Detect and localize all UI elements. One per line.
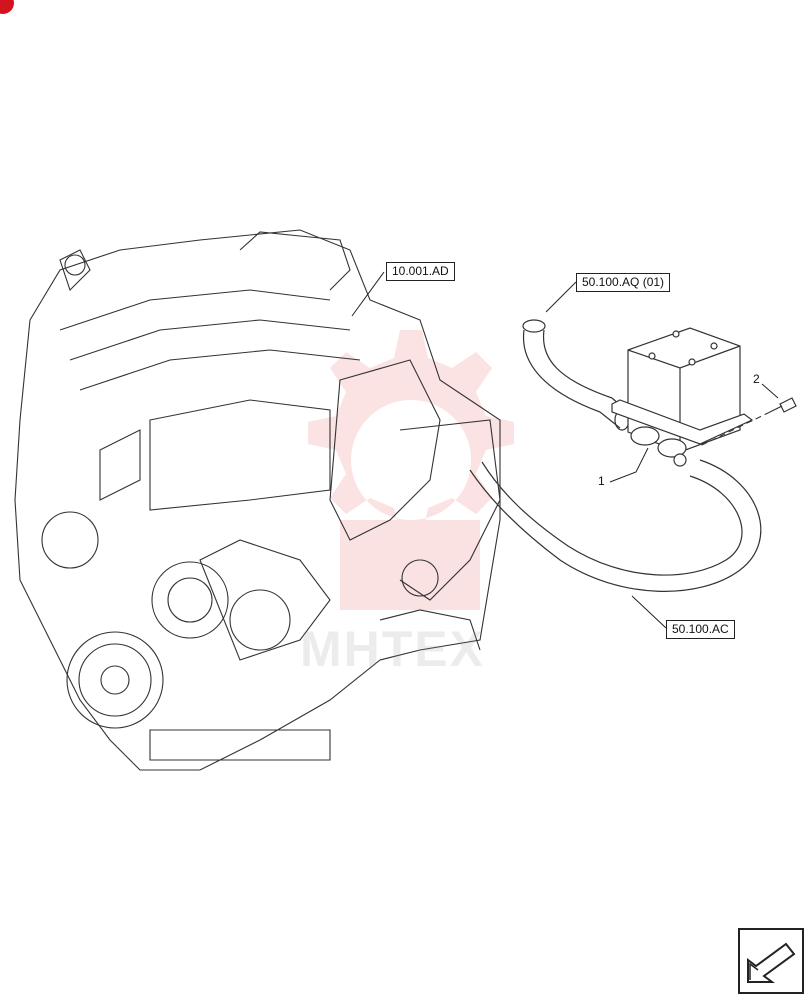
coolant-heater-unit [611, 327, 754, 467]
engine-reference-label[interactable]: 10.001.AD [386, 262, 455, 281]
corner-badge [0, 0, 14, 14]
engine-assembly [14, 229, 501, 771]
bolt-part [769, 397, 797, 413]
leader-lines [351, 271, 779, 629]
watermark-text: MHTEX [300, 621, 485, 677]
page-nav-button[interactable] [738, 928, 804, 994]
callout-item-1: 1 [598, 474, 605, 488]
page-arrow-icon [747, 942, 796, 983]
watermark-gear-icon [308, 330, 514, 610]
upper-hose-reference-label[interactable]: 50.100.AQ (01) [576, 273, 671, 292]
upper-hose [522, 319, 630, 431]
callout-item-2: 2 [753, 372, 760, 386]
lower-hose [469, 459, 762, 592]
lower-hose-reference-label[interactable]: 50.100.AC [666, 620, 735, 639]
bolt-centerline [699, 411, 771, 447]
